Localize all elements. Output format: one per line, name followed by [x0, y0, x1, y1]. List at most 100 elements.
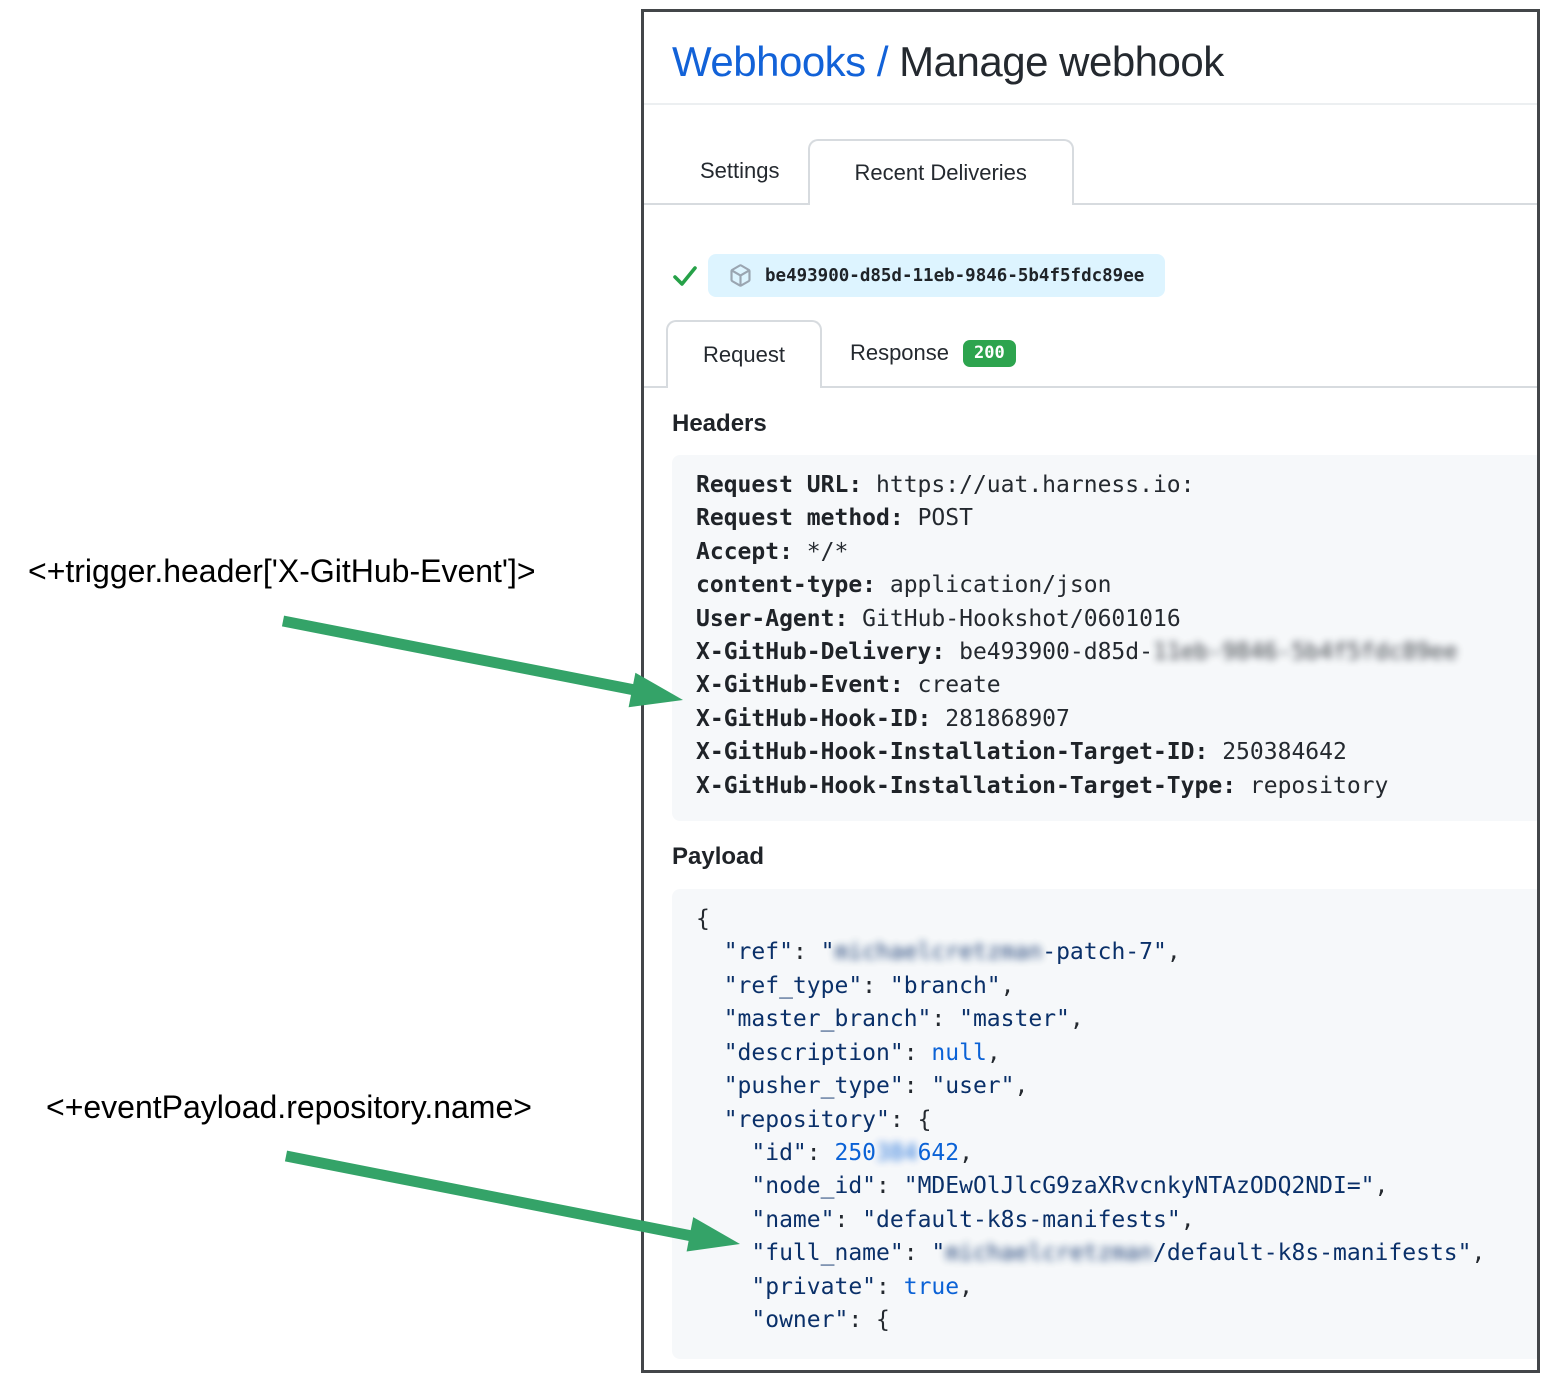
payload-token: , [1014, 1073, 1029, 1100]
payload-line: "description": null, [696, 1037, 1527, 1070]
tab-recent-deliveries[interactable]: Recent Deliveries [807, 139, 1074, 205]
header-value: 281868907 [931, 705, 1070, 732]
payload-token: 250 [834, 1139, 877, 1166]
header-row: User-Agent: GitHub-Hookshot/0601016 [696, 603, 1527, 636]
annotation-trigger-header-expression: <+trigger.header['X-GitHub-Event']> [28, 553, 536, 589]
payload-token: , [1166, 939, 1181, 966]
payload-box: { "ref": "michaelcretzman-patch-7", "ref… [672, 889, 1537, 1360]
payload-token-redacted: michaelcretzman [945, 1240, 1153, 1267]
title-divider [644, 103, 1537, 105]
header-name: X-GitHub-Hook-Installation-Target-ID: [696, 739, 1209, 766]
payload-token: : [903, 1039, 932, 1066]
webhooks-breadcrumb-link[interactable]: Webhooks / [672, 38, 889, 85]
payload-token: , [1471, 1240, 1486, 1267]
payload-token-redacted: 384 [876, 1139, 918, 1166]
payload-token: "master_branch" [696, 1006, 932, 1033]
payload-token: : [806, 1139, 835, 1166]
header-row: Request URL: https://uat.harness.io: [696, 469, 1527, 502]
header-row: X-GitHub-Hook-ID: 281868907 [696, 703, 1527, 736]
payload-line: { [696, 903, 1527, 936]
payload-token: , [986, 1039, 1001, 1066]
header-value-redacted: 11eb-9846-5b4f5fdc89ee [1152, 639, 1458, 666]
header-value: POST [903, 505, 973, 532]
status-badge: 200 [963, 339, 1016, 367]
payload-line: "pusher_type": "user", [696, 1070, 1527, 1103]
payload-token: : [792, 939, 821, 966]
package-icon [730, 264, 751, 287]
header-name: Accept: [696, 538, 793, 565]
header-name: content-type: [696, 572, 877, 599]
payload-line: "full_name": "michaelcretzman/default-k8… [696, 1237, 1527, 1270]
payload-token: "repository" [696, 1106, 890, 1133]
payload-heading: Payload [672, 843, 765, 871]
header-row: Request method: POST [696, 502, 1527, 535]
tab-response[interactable]: Response 200 [822, 320, 1044, 386]
header-row: X-GitHub-Delivery: be493900-d85d-11eb-98… [696, 636, 1527, 669]
payload-token: , [1000, 972, 1015, 999]
header-name: X-GitHub-Hook-ID: [696, 705, 932, 732]
payload-token: " [931, 1240, 946, 1267]
payload-token: : [903, 1073, 932, 1100]
request-response-tabnav: Request Response 200 [644, 320, 1537, 388]
payload-line: "master_branch": "master", [696, 1003, 1527, 1036]
payload-token: , [1180, 1206, 1195, 1233]
check-icon [673, 265, 697, 286]
payload-token: "master" [959, 1006, 1070, 1033]
header-row: X-GitHub-Event: create [696, 669, 1527, 702]
payload-token: 642 [917, 1139, 960, 1166]
page-title: Webhooks / Manage webhook [672, 38, 1537, 86]
payload-token: : { [889, 1106, 932, 1133]
headers-heading: Headers [672, 410, 767, 437]
payload-line: "ref": "michaelcretzman-patch-7", [696, 936, 1527, 969]
payload-token-redacted: michaelcretzman [834, 939, 1043, 966]
payload-token: " [820, 939, 835, 966]
payload-token: "node_id" [696, 1173, 877, 1200]
webhook-tabnav: Settings Recent Deliveries [644, 139, 1537, 205]
payload-token: , [1374, 1173, 1389, 1200]
header-name: X-GitHub-Hook-Installation-Target-Type: [696, 772, 1237, 799]
header-value: application/json [876, 572, 1112, 599]
payload-token: "pusher_type" [696, 1073, 904, 1100]
payload-token: "private" [696, 1273, 877, 1300]
payload-line: "owner": { [696, 1304, 1527, 1337]
payload-token: null [931, 1039, 987, 1066]
payload-token: : [876, 1173, 904, 1200]
delivery-pill[interactable]: be493900-d85d-11eb-9846-5b4f5fdc89ee [708, 254, 1166, 297]
payload-token: "ref" [696, 939, 793, 966]
header-name: Request method: [696, 505, 904, 532]
payload-token: -patch-7" [1042, 939, 1167, 966]
payload-token: : [862, 972, 890, 999]
payload-token: , [1069, 1006, 1084, 1033]
header-row: Accept: */* [696, 536, 1527, 569]
payload-token: "owner" [696, 1306, 849, 1333]
header-value: be493900-d85d- [945, 639, 1153, 666]
manage-webhook-panel: Webhooks / Manage webhook Settings Recen… [641, 9, 1540, 1373]
payload-token: "ref_type" [696, 972, 863, 999]
tab-request[interactable]: Request [666, 320, 822, 388]
page-title-text: Manage webhook [888, 38, 1224, 85]
header-row: content-type: application/json [696, 569, 1527, 602]
arrow-to-x-github-event [281, 615, 683, 708]
delivery-guid: be493900-d85d-11eb-9846-5b4f5fdc89ee [765, 265, 1145, 286]
tab-settings[interactable]: Settings [700, 158, 780, 183]
payload-token: "description" [696, 1039, 904, 1066]
payload-token: /default-k8s-manifests" [1153, 1240, 1472, 1267]
header-row: X-GitHub-Hook-Installation-Target-Type: … [696, 770, 1527, 803]
header-name: X-GitHub-Delivery: [696, 639, 946, 666]
payload-line: "repository": { [696, 1104, 1527, 1137]
payload-token: "MDEwOlJlcG9zaXRvcnkyNTAzODQ2NDI=" [903, 1173, 1375, 1200]
header-name: Request URL: [696, 472, 863, 498]
payload-line: "private": true, [696, 1271, 1527, 1304]
payload-token: : { [848, 1306, 890, 1333]
header-value: 250384642 [1208, 739, 1347, 766]
header-value: https://uat.harness.io: [862, 472, 1195, 498]
header-name: User-Agent: [696, 605, 849, 632]
payload-token: "id" [696, 1139, 807, 1166]
payload-token: , [959, 1273, 973, 1300]
header-value: GitHub-Hookshot/0601016 [848, 605, 1181, 632]
header-row: X-GitHub-Hook-Installation-Target-ID: 25… [696, 736, 1527, 769]
payload-token: "name" [696, 1206, 835, 1233]
headers-box: Request URL: https://uat.harness.io:Requ… [672, 455, 1537, 822]
header-value: create [903, 672, 1001, 699]
payload-token: "user" [931, 1073, 1015, 1100]
